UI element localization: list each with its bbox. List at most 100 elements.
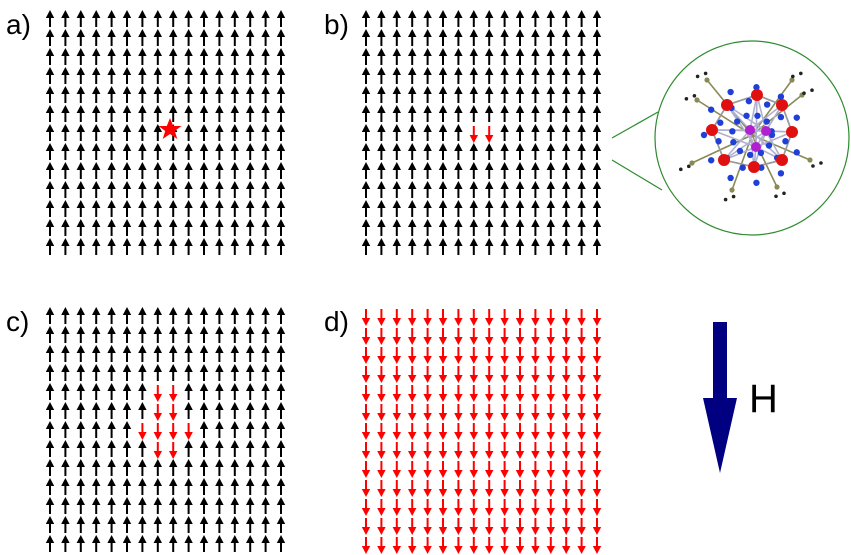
spin-up-arrow-icon — [407, 218, 418, 237]
spin-up-arrow-icon — [214, 123, 225, 142]
spin-up-arrow-icon — [44, 180, 56, 199]
spin-down-arrow-icon — [391, 479, 402, 498]
spin-down-arrow-icon — [453, 403, 464, 422]
spin-down-arrow-icon — [530, 498, 541, 517]
spin-up-arrow-icon — [75, 28, 86, 47]
spin-up-arrow-icon — [514, 123, 526, 142]
spin-down-arrow-icon — [437, 460, 449, 479]
spin-up-arrow-icon — [591, 85, 603, 104]
spin-up-arrow-icon — [561, 180, 572, 199]
spin-up-arrow-icon — [214, 104, 225, 123]
panel-a-label: a) — [6, 9, 31, 40]
spin-down-arrow-icon — [391, 308, 402, 327]
bond — [751, 94, 803, 136]
spin-up-arrow-icon — [576, 47, 587, 66]
spin-up-arrow-icon — [106, 237, 117, 256]
spin-up-arrow-icon — [137, 306, 148, 325]
spin-up-arrow-icon — [60, 325, 71, 344]
carbon-atom — [689, 160, 695, 166]
spin-up-arrow-icon — [468, 104, 479, 123]
spin-up-arrow-icon — [168, 344, 179, 363]
spin-up-arrow-icon — [137, 325, 148, 344]
spin-up-arrow-icon — [376, 28, 387, 47]
spin-down-arrow-icon — [484, 327, 495, 346]
nitrogen-atom — [777, 170, 785, 177]
nitrogen-atom — [763, 101, 771, 108]
spin-up-arrow-icon — [137, 534, 148, 553]
spin-up-arrow-icon — [407, 66, 418, 85]
spin-up-arrow-icon — [183, 104, 194, 123]
spin-down-arrow-icon — [391, 536, 402, 555]
spin-up-arrow-icon — [484, 9, 495, 28]
spin-up-arrow-icon — [60, 401, 71, 420]
spin-down-arrow-icon — [514, 479, 526, 498]
field-label: H — [749, 377, 778, 421]
spin-up-arrow-icon — [91, 363, 102, 382]
spin-down-arrow-icon — [437, 365, 449, 384]
spin-down-arrow-icon — [376, 327, 387, 346]
nitrogen-atom — [707, 157, 715, 164]
spin-up-arrow-icon — [44, 306, 56, 325]
spin-up-arrow-icon — [453, 237, 464, 256]
spin-up-arrow-icon — [229, 306, 240, 325]
spin-down-arrow-icon — [514, 517, 526, 536]
spin-up-arrow-icon — [561, 123, 572, 142]
spin-up-arrow-icon — [137, 344, 148, 363]
spin-up-arrow-icon — [360, 218, 372, 237]
spin-up-arrow-icon — [152, 66, 163, 85]
spin-down-arrow-icon — [437, 308, 449, 327]
spin-down-arrow-icon — [407, 327, 418, 346]
spin-up-arrow-icon — [422, 218, 433, 237]
spin-up-arrow-icon — [275, 47, 287, 66]
spin-down-arrow-icon — [453, 327, 464, 346]
spin-up-arrow-icon — [75, 237, 86, 256]
spin-up-arrow-icon — [530, 180, 541, 199]
spin-up-arrow-icon — [376, 237, 387, 256]
spin-up-arrow-icon — [198, 180, 210, 199]
spin-up-arrow-icon — [484, 28, 495, 47]
spin-up-arrow-icon — [198, 9, 210, 28]
spin-up-arrow-icon — [75, 9, 86, 28]
spin-down-arrow-icon — [168, 403, 179, 422]
spin-up-arrow-icon — [468, 180, 479, 199]
spin-up-arrow-icon — [591, 9, 603, 28]
spin-up-arrow-icon — [484, 180, 495, 199]
spin-up-arrow-icon — [183, 363, 194, 382]
spin-up-arrow-icon — [198, 47, 210, 66]
spin-up-arrow-icon — [514, 104, 526, 123]
spin-down-arrow-icon — [437, 498, 449, 517]
spin-down-arrow-icon — [407, 365, 418, 384]
spin-down-arrow-icon — [152, 422, 163, 441]
spin-up-arrow-icon — [168, 306, 179, 325]
spin-up-arrow-icon — [183, 515, 194, 534]
spin-down-arrow-icon — [530, 403, 541, 422]
spin-up-arrow-icon — [106, 534, 117, 553]
spin-down-arrow-icon — [561, 422, 572, 441]
spin-up-arrow-icon — [514, 199, 526, 218]
spin-up-arrow-icon — [576, 66, 587, 85]
spin-up-arrow-icon — [60, 218, 71, 237]
spin-up-arrow-icon — [106, 218, 117, 237]
spin-up-arrow-icon — [106, 9, 117, 28]
spin-up-arrow-icon — [75, 458, 86, 477]
spin-up-arrow-icon — [561, 85, 572, 104]
spin-up-arrow-icon — [407, 180, 418, 199]
spin-up-arrow-icon — [152, 477, 163, 496]
spin-up-arrow-icon — [437, 237, 449, 256]
spin-up-arrow-icon — [168, 458, 179, 477]
spin-down-arrow-icon — [484, 125, 495, 144]
spin-up-arrow-icon — [75, 401, 86, 420]
hydrogen-atom — [811, 164, 815, 168]
carbon-atom — [789, 77, 795, 83]
spin-up-arrow-icon — [198, 218, 210, 237]
spin-up-arrow-icon — [198, 325, 210, 344]
spin-up-arrow-icon — [183, 496, 194, 515]
spin-up-arrow-icon — [453, 104, 464, 123]
spin-up-arrow-icon — [591, 199, 603, 218]
metal-atom-purple — [761, 126, 771, 136]
spin-down-arrow-icon — [391, 498, 402, 517]
spin-up-arrow-icon — [484, 161, 495, 180]
spin-up-arrow-icon — [245, 306, 256, 325]
spin-up-arrow-icon — [60, 534, 71, 553]
spin-up-arrow-icon — [152, 104, 163, 123]
